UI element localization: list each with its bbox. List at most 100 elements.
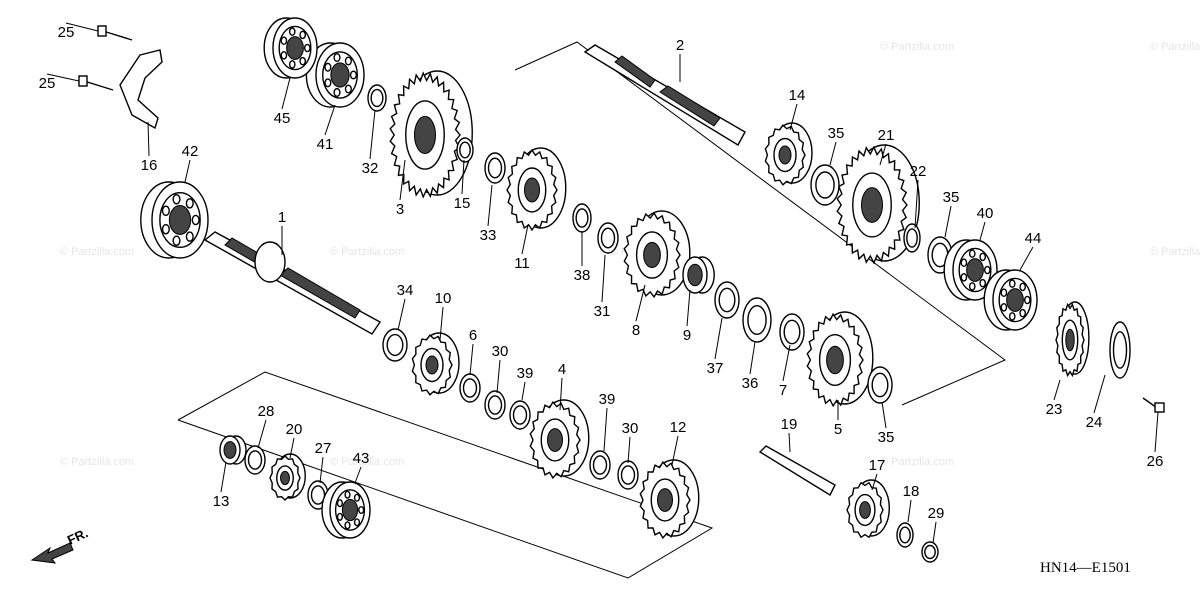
leader-line-18 bbox=[907, 499, 912, 523]
leader-line-34 bbox=[397, 298, 406, 331]
leader-line-11 bbox=[521, 224, 529, 255]
leader-line-43 bbox=[354, 466, 362, 484]
part-44-shape bbox=[983, 269, 1038, 331]
part-15-shape bbox=[456, 137, 474, 163]
part-callout-31: 31 bbox=[594, 303, 611, 320]
leader-line-9 bbox=[686, 289, 691, 327]
group-frames bbox=[177, 41, 1006, 579]
bolt-lower-head bbox=[78, 75, 88, 87]
bolt-upper bbox=[102, 30, 133, 41]
part-callout-11: 11 bbox=[514, 255, 530, 272]
front-arrow-icon bbox=[30, 542, 74, 564]
part-9-shape bbox=[682, 256, 715, 294]
leader-line-6 bbox=[469, 343, 474, 376]
part-13-shape bbox=[219, 435, 247, 465]
leader-line-17 bbox=[871, 473, 878, 491]
leader-line-19 bbox=[788, 432, 791, 453]
mainshaft-integral-gear bbox=[254, 241, 286, 283]
part-callout-33: 33 bbox=[480, 227, 497, 244]
part-callout-30: 30 bbox=[492, 343, 509, 360]
part-45-shape bbox=[263, 17, 318, 79]
part-callout-10: 10 bbox=[435, 290, 452, 307]
part-callout-23: 23 bbox=[1046, 401, 1063, 418]
leader-line-24 bbox=[1093, 374, 1106, 414]
part-callout-21: 21 bbox=[878, 127, 895, 144]
part-callout-39: 39 bbox=[599, 391, 616, 408]
part-31-shape bbox=[597, 222, 619, 254]
part-17-shape bbox=[846, 479, 890, 539]
part-callout-8: 8 bbox=[632, 322, 640, 339]
leader-line-25 bbox=[65, 22, 99, 32]
part-callout-43: 43 bbox=[353, 450, 370, 467]
leader-line-28 bbox=[257, 419, 267, 449]
watermark-text: © Partzilla.com bbox=[60, 246, 134, 258]
part-35-shape bbox=[810, 164, 840, 206]
part-38-shape bbox=[572, 203, 592, 233]
watermark-text: © Partzilla.com bbox=[330, 246, 404, 258]
part-36-shape bbox=[742, 297, 772, 343]
part-41-shape bbox=[305, 42, 365, 108]
part-8-shape bbox=[623, 210, 691, 299]
countershaft bbox=[583, 44, 746, 146]
part-callout-32: 32 bbox=[362, 160, 379, 177]
part-callout-25: 25 bbox=[58, 24, 75, 41]
part-callout-28: 28 bbox=[258, 403, 275, 420]
part-callout-1: 1 bbox=[278, 209, 286, 226]
part-callout-9: 9 bbox=[683, 327, 691, 344]
part-24-shape bbox=[1109, 321, 1131, 379]
part-callout-35: 35 bbox=[943, 189, 960, 206]
part-18-shape bbox=[896, 522, 914, 548]
part-14-shape bbox=[764, 122, 813, 186]
part-32-shape bbox=[367, 84, 387, 112]
part-11-shape bbox=[506, 147, 567, 232]
part-28-shape bbox=[244, 445, 266, 475]
stay-plate bbox=[119, 49, 163, 130]
countershaft-splines bbox=[614, 55, 656, 88]
part-callout-35: 35 bbox=[878, 429, 895, 446]
leader-line-42 bbox=[184, 159, 191, 183]
part-4-shape bbox=[529, 399, 590, 480]
leader-line-26 bbox=[1154, 411, 1159, 453]
part-29-shape bbox=[921, 541, 939, 563]
part-callout-38: 38 bbox=[574, 267, 591, 284]
leader-line-33 bbox=[487, 184, 493, 227]
watermark-text: © Partzilla.com bbox=[1150, 246, 1200, 258]
mainshaft-splines-2 bbox=[279, 267, 361, 319]
front-direction-indicator: FR. bbox=[30, 525, 90, 564]
leader-line-10 bbox=[439, 306, 444, 341]
part-callout-29: 29 bbox=[928, 505, 945, 522]
leader-line-35 bbox=[881, 401, 887, 429]
leader-line-35 bbox=[829, 141, 837, 166]
part-callout-39: 39 bbox=[517, 365, 534, 382]
leader-line-29 bbox=[932, 521, 937, 544]
countershaft-group-frame bbox=[514, 41, 1006, 406]
part-42-shape bbox=[140, 181, 209, 259]
leader-line-44 bbox=[1019, 246, 1034, 271]
part-6-shape bbox=[459, 373, 481, 403]
part-callout-37: 37 bbox=[707, 360, 724, 377]
front-arrow-label: FR. bbox=[65, 525, 90, 547]
watermark-text: © Partzilla.com bbox=[330, 456, 404, 468]
part-39-shape bbox=[589, 450, 611, 480]
part-7-shape bbox=[779, 313, 805, 351]
mainshaft bbox=[203, 231, 382, 335]
part-callout-44: 44 bbox=[1025, 230, 1042, 247]
part-callout-17: 17 bbox=[869, 457, 886, 474]
part-callout-12: 12 bbox=[670, 419, 687, 436]
part-callout-45: 45 bbox=[274, 110, 291, 127]
part-callout-24: 24 bbox=[1086, 414, 1103, 431]
part-callout-40: 40 bbox=[977, 205, 994, 222]
leader-line-22 bbox=[914, 179, 919, 229]
diagram-code: HN14—E1501 bbox=[1040, 560, 1131, 576]
part-5-shape bbox=[806, 311, 874, 408]
part-21-shape bbox=[836, 144, 920, 265]
leader-line-15 bbox=[461, 159, 465, 195]
part-3-shape bbox=[389, 70, 473, 199]
leader-line-8 bbox=[635, 284, 646, 322]
part-34-shape bbox=[382, 328, 408, 362]
part-callout-20: 20 bbox=[286, 421, 303, 438]
watermark-text: © Partzilla.com bbox=[880, 456, 954, 468]
part-callout-3: 3 bbox=[396, 201, 404, 218]
leader-line-41 bbox=[324, 104, 336, 136]
